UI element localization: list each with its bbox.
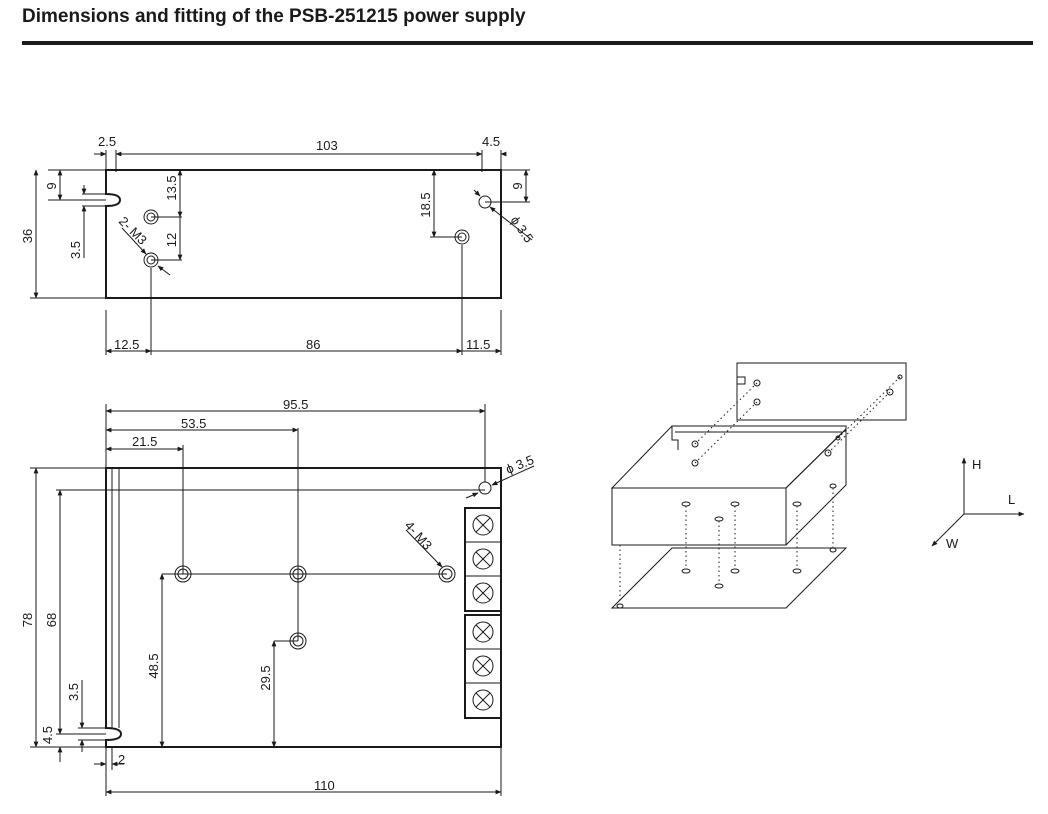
top-view: 2.5 103 4.5 9 36 3.5 13.5 12 2- M3 18.5 bbox=[20, 134, 536, 355]
bottom-view: 95.5 53.5 21.5 ϕ 3.5 4- M3 78 68 3.5 4.5… bbox=[20, 397, 536, 796]
axes-indicator: H L W bbox=[931, 457, 1025, 551]
dim-21-5: 21.5 bbox=[132, 434, 157, 449]
dim-3-5-bottom: 3.5 bbox=[66, 683, 81, 701]
dim-18-5: 18.5 bbox=[418, 192, 433, 217]
dim-2: 2 bbox=[118, 752, 125, 767]
axis-h-label: H bbox=[972, 457, 981, 472]
dim-68: 68 bbox=[44, 613, 59, 627]
top-view-holes bbox=[143, 195, 492, 268]
dim-53-5: 53.5 bbox=[181, 416, 206, 431]
axis-l-label: L bbox=[1008, 492, 1015, 507]
terminal-block bbox=[464, 507, 502, 719]
dim-3-5-left: 3.5 bbox=[68, 241, 83, 259]
top-view-outline bbox=[105, 169, 502, 299]
title-underline bbox=[22, 41, 1033, 45]
bottom-view-outline bbox=[105, 467, 502, 748]
label-2-m3: 2- M3 bbox=[116, 214, 150, 248]
axis-w-label: W bbox=[946, 536, 959, 551]
dim-110: 110 bbox=[314, 778, 335, 793]
dim-2-5: 2.5 bbox=[98, 134, 116, 149]
bottom-view-holes bbox=[174, 481, 492, 650]
dim-4-5-top: 4.5 bbox=[482, 134, 500, 149]
dim-103: 103 bbox=[316, 138, 338, 153]
dim-48-5: 48.5 bbox=[146, 653, 161, 678]
dim-95-5: 95.5 bbox=[283, 397, 308, 412]
dim-12-5: 12.5 bbox=[114, 337, 139, 352]
dim-11-5: 11.5 bbox=[466, 337, 490, 352]
dim-4-5-bottom: 4.5 bbox=[40, 726, 55, 744]
page-title: Dimensions and fitting of the PSB-251215… bbox=[22, 6, 526, 27]
label-phi-3-5-top: ϕ 3.5 bbox=[508, 213, 537, 245]
dim-9-left: 9 bbox=[44, 182, 59, 189]
dim-29-5: 29.5 bbox=[258, 665, 273, 690]
dim-12: 12 bbox=[164, 233, 179, 247]
dim-86: 86 bbox=[306, 337, 320, 352]
dim-9-right: 9 bbox=[510, 182, 525, 189]
label-4-m3: 4- M3 bbox=[402, 518, 435, 553]
dim-36: 36 bbox=[20, 229, 35, 243]
label-phi-3-5-bottom: ϕ 3.5 bbox=[504, 452, 536, 477]
dim-13-5: 13.5 bbox=[164, 175, 179, 200]
isometric-assembly bbox=[610, 362, 907, 609]
dim-78: 78 bbox=[20, 613, 35, 627]
